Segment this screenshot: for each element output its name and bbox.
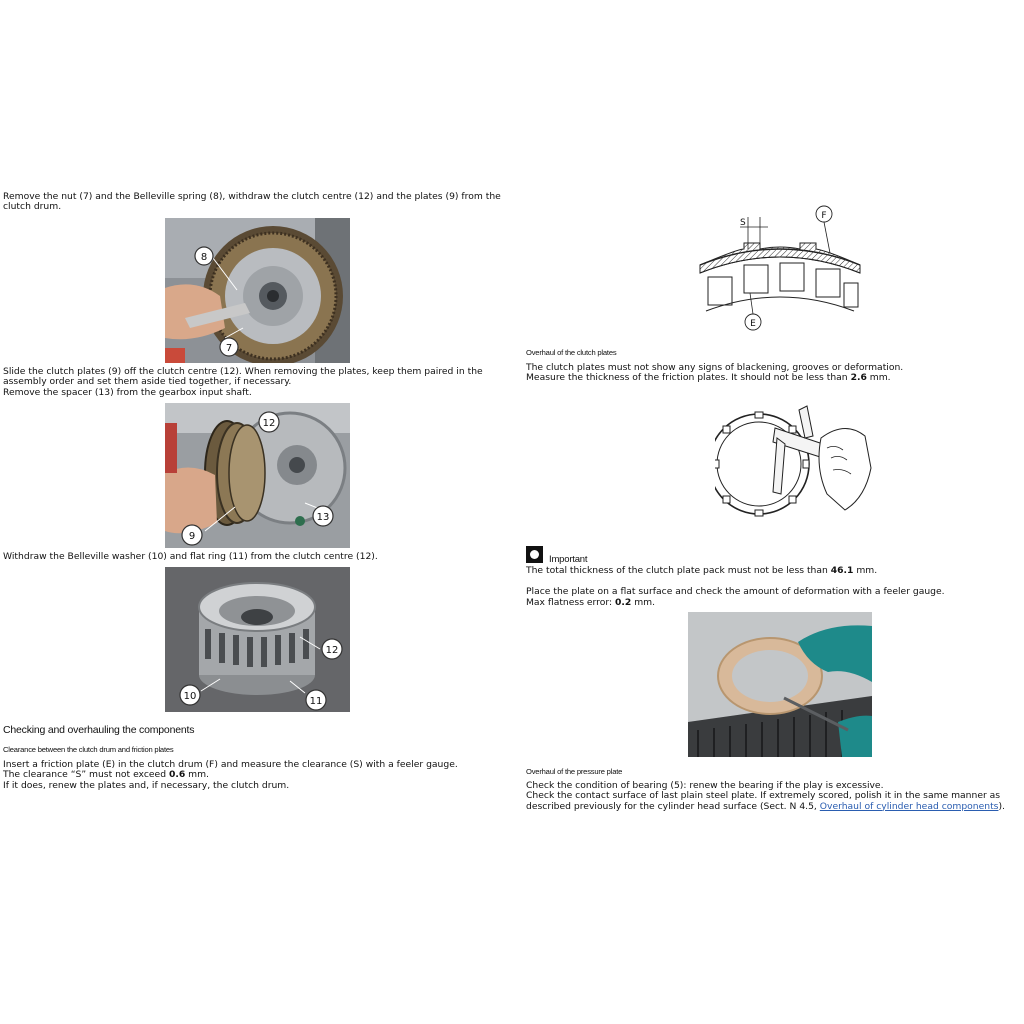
- callout-7: 7: [219, 337, 239, 357]
- right-block-pressure-plate: Overhaul of the pressure plate Check the…: [526, 767, 1021, 812]
- value-clearance: 0.6: [168, 769, 186, 781]
- value-thickness: 2.6: [850, 372, 867, 384]
- paragraph-remove-nut: Remove the nut (7) and the Belleville sp…: [3, 191, 501, 213]
- link-cylinder-head-components[interactable]: Overhaul of cylinder head components: [819, 800, 999, 812]
- diagram-label-s: S: [740, 218, 746, 228]
- paragraph-contact-surface: Check the contact surface of last plain …: [526, 790, 1005, 812]
- right-block-1: Overhaul of the clutch plates The clutch…: [526, 348, 1021, 384]
- callout-8: 8: [194, 246, 214, 266]
- paragraph-slide-plates: Slide the clutch plates (9) off the clut…: [3, 366, 483, 388]
- left-block-2: Slide the clutch plates (9) off the clut…: [3, 366, 505, 398]
- photo-clutch-centre: [165, 567, 350, 712]
- left-block-4: Checking and overhauling the components …: [3, 724, 505, 791]
- paragraph-remove-spacer: Remove the spacer (13) from the gearbox …: [3, 386, 252, 398]
- callout-11: 11: [305, 689, 327, 711]
- left-column: Remove the nut (7) and the Belleville sp…: [3, 191, 505, 213]
- paragraph-clearance: The clearance “S” must not exceed 0.6 mm…: [3, 769, 209, 781]
- callout-10: 10: [179, 684, 201, 706]
- right-block-important: Important The total thickness of the clu…: [526, 546, 1021, 608]
- subheading-clutch-plates: Overhaul of the clutch plates: [526, 348, 617, 357]
- svg-text:8: 8: [201, 252, 207, 263]
- svg-text:10: 10: [184, 691, 197, 702]
- paragraph-flat-surface: Place the plate on a flat surface and ch…: [526, 586, 945, 598]
- paragraph-renew: If it does, renew the plates and, if nec…: [3, 779, 290, 791]
- important-label: Important: [549, 554, 588, 565]
- subheading-clearance: Clearance between the clutch drum and fr…: [3, 745, 174, 754]
- paragraph-bearing: Check the condition of bearing (5): rene…: [526, 780, 884, 791]
- diagram-clutch-drum-section: S F E: [699, 205, 861, 331]
- diagram-label-f: F: [821, 211, 826, 221]
- svg-text:12: 12: [326, 645, 339, 656]
- paragraph-pack-thickness: The total thickness of the clutch plate …: [526, 565, 878, 576]
- paragraph-thickness: Measure the thickness of the friction pl…: [526, 372, 891, 384]
- svg-text:13: 13: [317, 512, 330, 523]
- value-flatness: 0.2: [615, 596, 632, 608]
- subheading-pressure-plate: Overhaul of the pressure plate: [526, 767, 623, 776]
- svg-text:12: 12: [263, 418, 276, 429]
- section-heading-checking: Checking and overhauling the components: [3, 724, 195, 736]
- paragraph-withdraw-washer: Withdraw the Belleville washer (10) and …: [3, 551, 378, 562]
- paragraph-blackening: The clutch plates must not show any sign…: [526, 362, 904, 373]
- svg-text:7: 7: [226, 343, 232, 354]
- callout-12-fig2: 12: [258, 411, 280, 433]
- paragraph-flatness: Max flatness error: 0.2 mm.: [526, 596, 656, 608]
- callout-12-fig3: 12: [321, 638, 343, 660]
- diagram-label-e: E: [750, 319, 756, 329]
- callout-13: 13: [312, 505, 334, 527]
- svg-text:11: 11: [310, 696, 323, 707]
- important-icon: [526, 546, 543, 563]
- callout-9: 9: [181, 524, 203, 546]
- photo-plates-removal: [165, 403, 350, 548]
- diagram-caliper-measurement: [715, 405, 872, 517]
- left-block-3: Withdraw the Belleville washer (10) and …: [3, 551, 505, 562]
- value-pack-thickness: 46.1: [830, 565, 854, 576]
- svg-text:9: 9: [189, 531, 195, 542]
- paragraph-insert-plate: Insert a friction plate (E) in the clutc…: [3, 759, 458, 770]
- photo-feeler-gauge: [688, 612, 872, 757]
- photo-clutch-removal: [165, 218, 350, 363]
